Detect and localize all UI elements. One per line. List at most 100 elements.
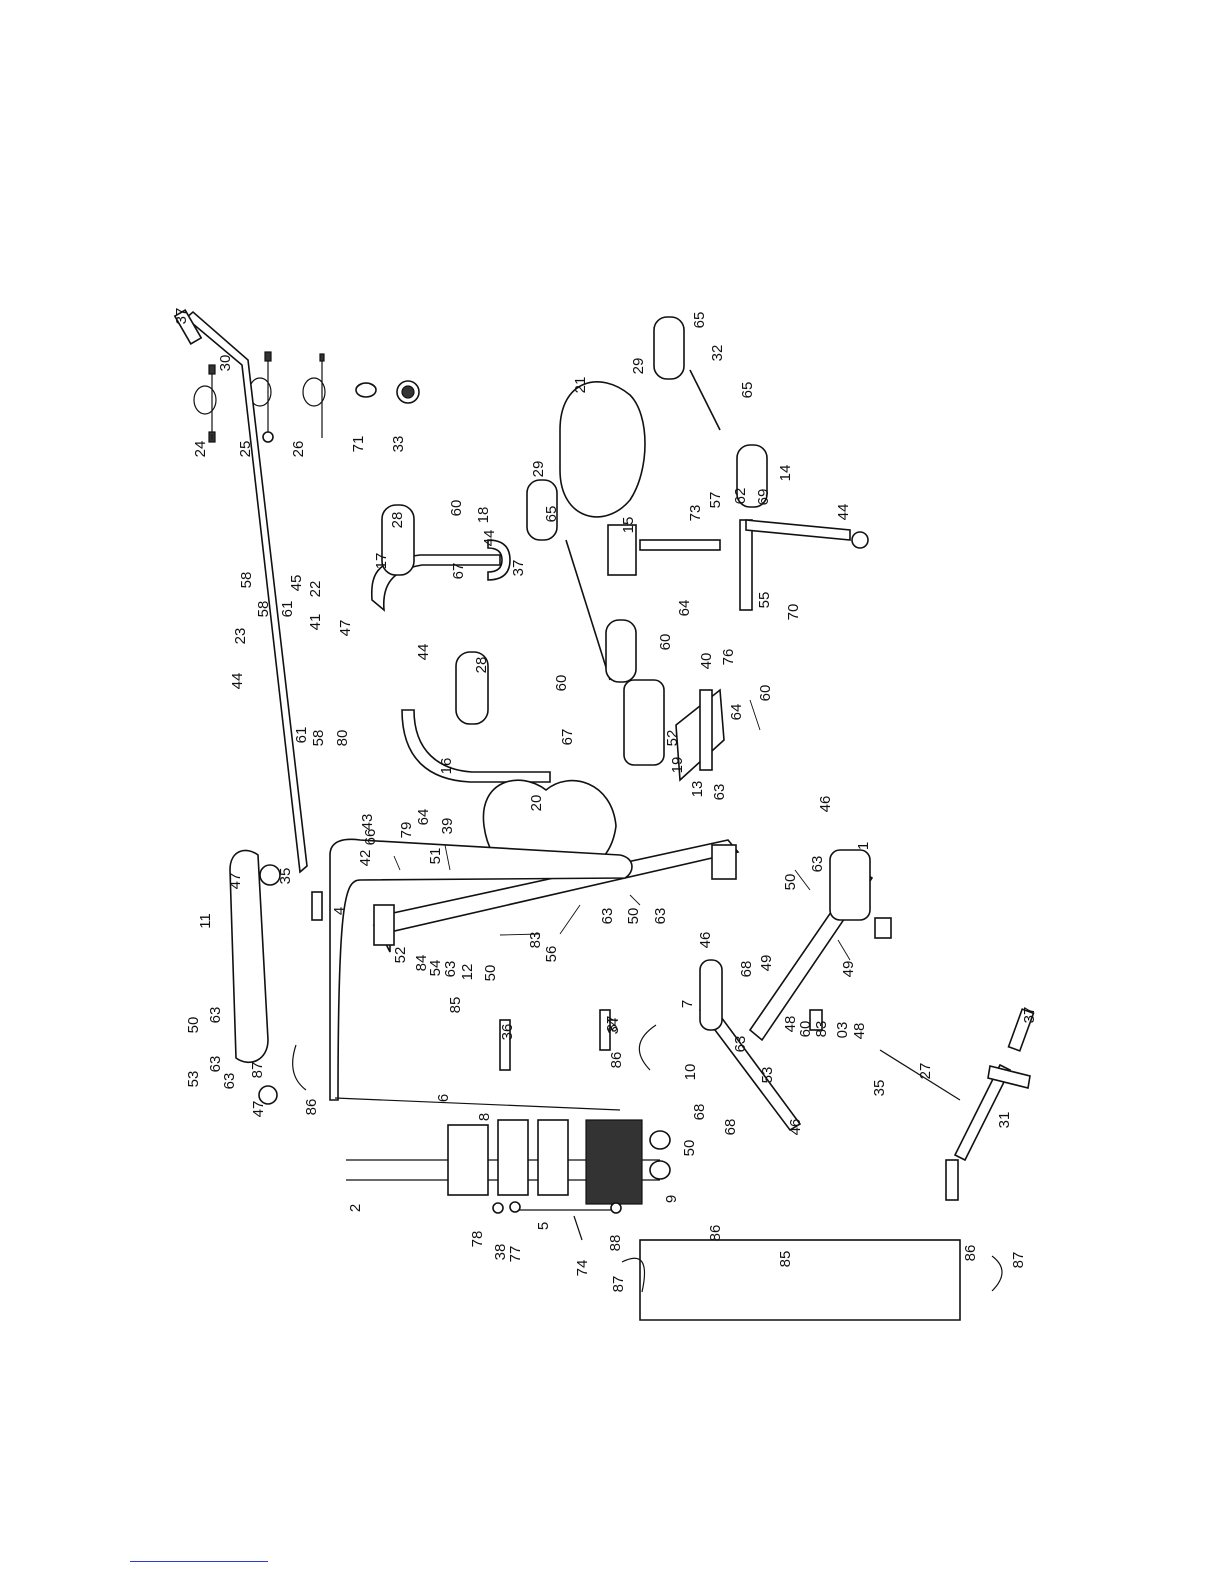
- part-label-43: 43: [359, 814, 376, 831]
- part-label-84: 84: [413, 955, 430, 972]
- part-label-44a: 44: [229, 673, 246, 690]
- leg-frame-16: [401, 651, 551, 783]
- part-label-63i: 63: [221, 1073, 238, 1090]
- pad-19: [623, 679, 665, 766]
- part-label-5: 5: [535, 1222, 552, 1230]
- part-label-50a: 50: [482, 965, 499, 982]
- part-label-61a: 61: [279, 601, 296, 618]
- part-label-7: 7: [679, 1000, 696, 1008]
- part-label-61b: 61: [293, 727, 310, 744]
- part-label-69: 69: [755, 489, 772, 506]
- part-label-1: 1: [855, 842, 872, 850]
- part-label-76: 76: [720, 649, 737, 666]
- part-label-18: 18: [475, 507, 492, 524]
- part-label-67b: 67: [559, 729, 576, 746]
- part-label-86b: 86: [303, 1099, 320, 1116]
- part-label-62: 62: [732, 488, 749, 505]
- part-label-33: 33: [390, 436, 407, 453]
- part-label-52b: 52: [392, 947, 409, 964]
- part-label-4: 4: [331, 907, 348, 915]
- part-label-45: 45: [288, 575, 305, 592]
- part-label-44b: 44: [415, 644, 432, 661]
- part-label-31: 31: [996, 1112, 1013, 1129]
- part-label-48a: 48: [782, 1016, 799, 1033]
- part-label-60c: 60: [657, 634, 674, 651]
- part-label-35a: 35: [871, 1080, 888, 1097]
- part-label-14: 14: [777, 465, 794, 482]
- part-label-50c: 50: [782, 874, 799, 891]
- bracket-34: [599, 1009, 611, 1051]
- part-label-71: 71: [350, 436, 367, 453]
- part-label-56: 56: [543, 946, 560, 963]
- part-label-63h: 63: [207, 1056, 224, 1073]
- part-label-87a: 87: [604, 1016, 621, 1033]
- part-label-51: 51: [427, 848, 444, 865]
- part-label-50d: 50: [681, 1140, 698, 1157]
- part-label-87c: 87: [610, 1276, 627, 1293]
- part-label-63a: 63: [711, 784, 728, 801]
- part-label-25: 25: [237, 441, 254, 458]
- bracket-36: [499, 1019, 511, 1071]
- part-label-40: 40: [698, 653, 715, 670]
- part-label-86a: 86: [608, 1052, 625, 1069]
- part-label-54: 54: [427, 960, 444, 977]
- part-label-39: 39: [439, 818, 456, 835]
- pulley-33: [396, 380, 420, 404]
- part-label-27: 27: [917, 1063, 934, 1080]
- part-label-24: 24: [192, 441, 209, 458]
- cable-24: [193, 364, 217, 443]
- part-label-11: 11: [197, 913, 214, 929]
- part-label-63d: 63: [652, 908, 669, 925]
- part-label-79: 79: [398, 822, 415, 839]
- part-label-15: 15: [620, 517, 637, 534]
- part-label-60a: 60: [448, 500, 465, 517]
- part-label-29a: 29: [530, 461, 547, 478]
- part-label-2: 2: [347, 1204, 364, 1212]
- part-label-23: 23: [232, 628, 249, 645]
- part-label-49b: 49: [840, 961, 857, 978]
- base-frame-7: [698, 959, 802, 1132]
- part-label-83a: 83: [527, 932, 544, 949]
- part-label-58b: 58: [255, 601, 272, 618]
- part-label-41: 41: [307, 614, 324, 631]
- part-label-28a: 28: [389, 512, 406, 529]
- part-label-6: 6: [435, 1094, 452, 1102]
- part-label-46c: 46: [787, 1119, 804, 1136]
- part-label-30: 30: [217, 355, 234, 372]
- pad-21: [559, 381, 646, 518]
- frame-11: [229, 849, 281, 1105]
- part-label-44c: 44: [481, 530, 498, 547]
- part-label-37a: 37: [173, 308, 190, 325]
- washer-9: [649, 1130, 671, 1180]
- footer-rule: [130, 1561, 268, 1562]
- part-label-32: 32: [709, 345, 726, 362]
- part-label-74: 74: [574, 1260, 591, 1277]
- part-label-16: 16: [438, 758, 455, 775]
- part-label-53a: 53: [759, 1067, 776, 1084]
- part-label-83b: 83: [813, 1021, 830, 1038]
- part-label-68b: 68: [722, 1119, 739, 1136]
- leg-frame-17: [370, 504, 501, 612]
- part-label-63g: 63: [207, 1007, 224, 1024]
- part-label-65c: 65: [739, 382, 756, 399]
- part-label-37c: 37: [1021, 1007, 1038, 1024]
- part-label-19: 19: [669, 757, 686, 774]
- part-label-26: 26: [290, 441, 307, 458]
- part-label-60d: 60: [757, 685, 774, 702]
- part-label-63c: 63: [599, 908, 616, 925]
- bar-30: [173, 309, 323, 921]
- roller-29-right: [653, 316, 768, 508]
- part-label-66: 66: [362, 829, 379, 846]
- part-label-60e: 60: [797, 1021, 814, 1038]
- part-label-85b: 85: [777, 1251, 794, 1268]
- part-label-21: 21: [572, 377, 589, 394]
- part-label-38: 38: [492, 1244, 509, 1261]
- weight-top-6: [447, 1124, 489, 1196]
- seat-post-14: [739, 519, 869, 611]
- chain-27: [879, 1049, 961, 1101]
- part-label-35b: 35: [277, 868, 294, 885]
- bracket-18: [487, 539, 511, 581]
- roller-29-left: [526, 479, 637, 683]
